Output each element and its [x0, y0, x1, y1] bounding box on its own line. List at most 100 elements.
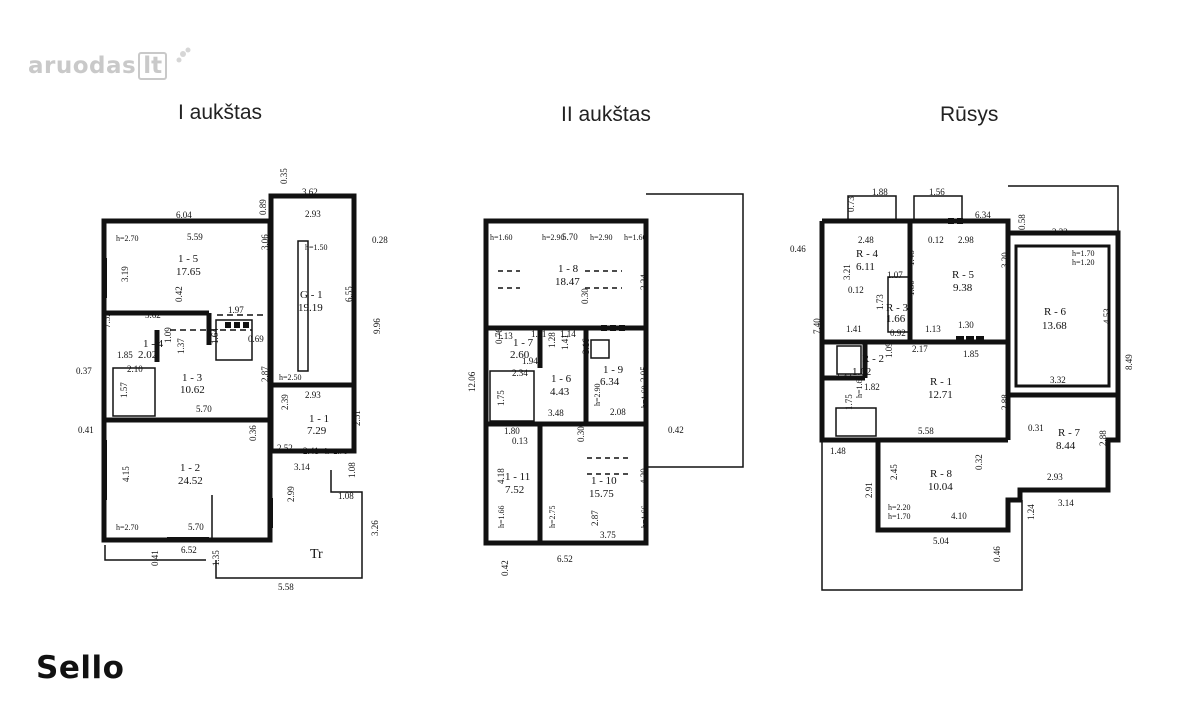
- dim-label: 2.08: [610, 407, 626, 417]
- room-area: 2.60: [510, 349, 530, 361]
- dim-label: 1.41: [846, 324, 862, 334]
- basement-plan: 1.88 1.56 0.73 6.34 0.58 3.32 0.46 2.48 …: [790, 185, 1134, 591]
- height-note: h=2.75: [548, 505, 557, 528]
- height-note: h=1.50: [305, 243, 328, 252]
- dim-label: 0.76: [494, 328, 504, 344]
- dim-label: 2.45: [889, 464, 899, 480]
- room-id: 1 - 10: [591, 475, 617, 487]
- basement-outer-wall: [819, 218, 1121, 533]
- room-id: R - 7: [1058, 427, 1081, 439]
- dim-label: 1.07: [887, 270, 903, 280]
- dim-label: 1.85: [963, 349, 979, 359]
- dim-label: 0.30: [576, 426, 586, 442]
- room-area: 12.71: [928, 389, 953, 401]
- dim-label: 1.09: [163, 327, 173, 343]
- first-floor-plan: 6.04 5.59 3.62 2.93 0.35 0.89 0.28 6.55 …: [76, 168, 388, 592]
- dim-label: 1.97: [228, 305, 244, 315]
- dim-label: 4.20: [639, 468, 649, 484]
- room-id: R - 8: [930, 468, 953, 480]
- height-note: h=2.90: [542, 233, 565, 242]
- dim-label: 1.57: [119, 382, 129, 398]
- dim-label: 1.64: [210, 328, 220, 344]
- height-note: h=2.90: [590, 233, 613, 242]
- window-1: [145, 219, 173, 223]
- dim-label: 8.49: [1124, 354, 1134, 370]
- room-id: R - 6: [1044, 306, 1067, 318]
- dim-label: 3.26: [370, 520, 380, 536]
- dim-label: 1.80: [906, 280, 916, 296]
- dim-label: 1.28: [547, 332, 557, 348]
- first-floor-title: I aukštas: [178, 101, 263, 124]
- dim-label: 6.04: [176, 210, 192, 220]
- dim-label: 2.10: [127, 364, 143, 374]
- dim-label: 1.41: [560, 334, 570, 350]
- dim-label: 0.42: [668, 425, 684, 435]
- dim-label: 4.15: [121, 466, 131, 482]
- dim-label: 3.14: [1058, 498, 1074, 508]
- dim-label: 5.58: [918, 426, 934, 436]
- dim-label: 1.73: [875, 294, 885, 310]
- second-floor-title: II aukštas: [561, 103, 651, 126]
- dim-label: 1.56: [929, 187, 945, 197]
- dim-label: 2.99: [286, 486, 296, 502]
- dim-label: 1.13: [925, 324, 941, 334]
- room-id: 1 - 11: [505, 471, 530, 483]
- room-id: 1 - 5: [178, 253, 199, 265]
- dim-label: 3.20: [1000, 252, 1010, 268]
- dim-label: 3.16: [581, 338, 591, 354]
- room-id: R - 5: [952, 269, 975, 281]
- dim-label: 0.12: [848, 285, 864, 295]
- dim-label: 2.93: [305, 390, 321, 400]
- dim-label: 9.96: [372, 318, 382, 334]
- dim-label: 3.05: [639, 366, 649, 382]
- room-id: 1 - 8: [558, 263, 579, 275]
- dim-label: 4.53: [1102, 308, 1112, 324]
- dim-label: 2.48: [858, 235, 874, 245]
- room-area: 7.52: [505, 484, 524, 496]
- room-area: 19.19: [298, 302, 323, 314]
- room-area: 10.62: [180, 384, 205, 396]
- dim-label: 0.42: [174, 286, 184, 302]
- basement-title: Rūsys: [940, 103, 999, 126]
- room-area: 24.52: [178, 475, 203, 487]
- dim-label: 0.89: [258, 199, 268, 215]
- dim-label: 2.39: [280, 394, 290, 410]
- dim-label: 2.51: [352, 410, 362, 426]
- dim-label: 3.21: [842, 264, 852, 280]
- room-id: Tr: [310, 547, 323, 562]
- second-floor-plan: h=1.60 h=2.90 5.70 h=2.90 h=1.60 3.24 0.…: [467, 193, 744, 576]
- dim-label: 1.35: [211, 550, 221, 566]
- dim-label: 0.31: [1028, 423, 1044, 433]
- room-id: 1 - 6: [551, 373, 572, 385]
- dim-label: 1.30: [958, 320, 974, 330]
- dim-label: 7.52: [102, 312, 112, 328]
- room-area: 18.47: [555, 276, 580, 288]
- dim-label: 0.28: [372, 235, 388, 245]
- dim-label: 2.93: [305, 209, 321, 219]
- dim-label: 1.82: [864, 382, 880, 392]
- room-area: 17.65: [176, 266, 201, 278]
- second-floor-balcony: [646, 193, 744, 468]
- dim-label: 5.59: [187, 232, 203, 242]
- room-area: 13.68: [1042, 320, 1067, 332]
- room-area: 1.66: [886, 313, 906, 325]
- room-id: 1 - 1: [309, 413, 329, 425]
- dim-label: 5.70: [196, 404, 212, 414]
- room-area: 4.43: [550, 386, 570, 398]
- dim-label: 2.93: [1047, 472, 1063, 482]
- dim-label: 1.08: [347, 462, 357, 478]
- garage-pit: [297, 240, 309, 372]
- dim-label: 3.24: [639, 274, 649, 290]
- light-well-1: [847, 195, 897, 221]
- dim-label: 1.42: [836, 372, 852, 382]
- dim-label: 12.06: [467, 371, 477, 392]
- height-note: h=1.20: [1072, 258, 1095, 267]
- dim-label: 0.92: [890, 328, 906, 338]
- height-note: h=1.60: [855, 375, 864, 398]
- height-note: h=2.70: [116, 234, 139, 243]
- dim-label: 5.58: [278, 582, 294, 592]
- watermark-logo: aruodas lt: [28, 47, 193, 80]
- watermark-suffix: lt: [138, 52, 168, 80]
- dim-label: 0.41: [150, 550, 160, 566]
